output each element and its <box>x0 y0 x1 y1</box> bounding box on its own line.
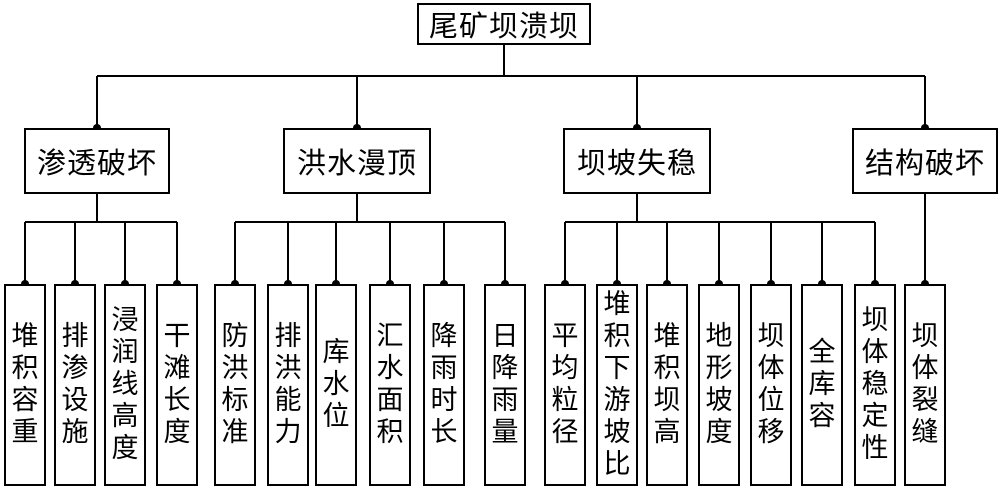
factor-node: 防洪标准 <box>214 284 256 486</box>
factor-label: 坝体位移 <box>757 321 785 448</box>
factor-node: 干滩长度 <box>156 284 198 486</box>
factor-label: 排渗设施 <box>61 321 89 448</box>
factor-label: 降雨时长 <box>430 321 458 448</box>
factor-node: 坝体位移 <box>750 284 792 486</box>
factor-node: 地形坡度 <box>698 284 740 486</box>
category-label: 渗透破坏 <box>36 146 157 180</box>
factor-node: 浸润线高度 <box>104 284 146 486</box>
factor-node: 堆积坝高 <box>646 284 688 486</box>
category-label: 坝坡失稳 <box>576 146 697 180</box>
category-node-slope: 坝坡失稳 <box>563 128 711 194</box>
factor-label: 平均粒径 <box>551 321 579 448</box>
category-label: 结构破坏 <box>864 146 985 180</box>
factor-node: 排洪能力 <box>267 284 309 486</box>
factor-node: 平均粒径 <box>544 284 586 486</box>
factor-node: 堆积下游坡比 <box>596 284 638 486</box>
factor-node: 坝体稳定性 <box>854 284 896 486</box>
factor-node: 全库容 <box>801 284 843 486</box>
factor-label: 坝体裂缝 <box>911 321 939 448</box>
factor-label: 库水位 <box>322 337 350 432</box>
factor-label: 浸润线高度 <box>111 305 139 464</box>
factor-label: 坝体稳定性 <box>861 305 889 464</box>
factor-node: 库水位 <box>315 284 357 486</box>
factor-node: 日降雨量 <box>484 284 526 486</box>
root-node: 尾矿坝溃坝 <box>417 3 591 45</box>
factor-label: 干滩长度 <box>163 321 191 448</box>
factor-node: 堆积容重 <box>4 284 46 486</box>
category-node-structure: 结构破坏 <box>852 128 998 194</box>
factor-label: 堆积容重 <box>11 321 39 448</box>
factor-label: 全库容 <box>808 337 836 432</box>
factor-label: 堆积坝高 <box>653 321 681 448</box>
factor-label: 汇水面积 <box>376 321 404 448</box>
root-node-label: 尾矿坝溃坝 <box>428 9 579 43</box>
factor-label: 排洪能力 <box>274 321 302 448</box>
factor-node: 降雨时长 <box>423 284 465 486</box>
factor-label: 防洪标准 <box>221 321 249 448</box>
category-node-seepage: 渗透破坏 <box>24 128 170 194</box>
factor-node: 汇水面积 <box>369 284 411 486</box>
factor-label: 堆积下游坡比 <box>603 289 631 480</box>
factor-node: 排渗设施 <box>54 284 96 486</box>
factor-node: 坝体裂缝 <box>904 284 946 486</box>
category-node-flood: 洪水漫顶 <box>283 128 431 194</box>
factor-label: 地形坡度 <box>705 321 733 448</box>
category-label: 洪水漫顶 <box>296 146 417 180</box>
factor-label: 日降雨量 <box>491 321 519 448</box>
